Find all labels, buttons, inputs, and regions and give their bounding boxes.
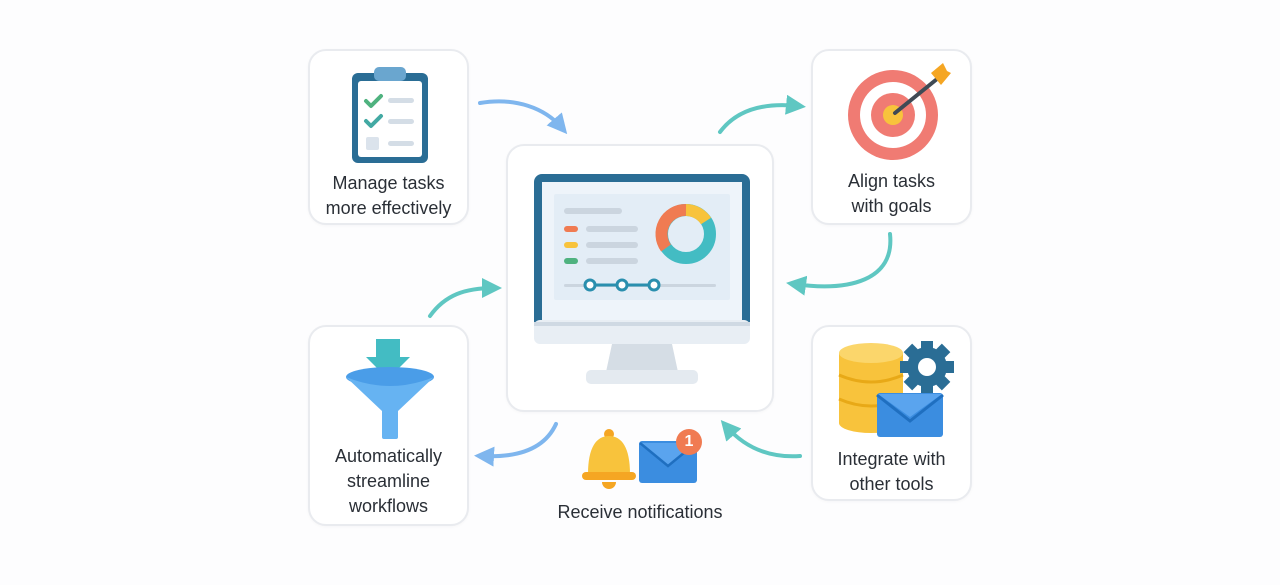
monitor-dashboard-icon	[534, 174, 750, 384]
dashboard-card	[506, 144, 774, 412]
notification-count-badge: 1	[676, 429, 702, 455]
receive-notifications-label: Receive notifications	[557, 502, 723, 522]
align-tasks-label: Align tasks with goals	[847, 171, 936, 216]
streamline-workflows-card: Automatically streamline workflows	[308, 325, 469, 526]
align-tasks-card: Align tasks with goals	[811, 49, 972, 225]
arrow-center-to-align	[718, 94, 806, 134]
clipboard-checklist-icon	[352, 67, 428, 163]
streamline-workflows-label: Automatically streamline workflows	[334, 446, 443, 516]
integrate-tools-card: Integrate with other tools	[811, 325, 972, 501]
database-gear-mail-icon	[838, 341, 954, 437]
arrow-manage-to-center	[478, 99, 568, 135]
manage-tasks-label: Manage tasks more effectively	[325, 173, 452, 218]
manage-tasks-card: Manage tasks more effectively	[308, 49, 469, 225]
funnel-icon	[346, 339, 434, 439]
arrow-align-to-center	[786, 232, 893, 296]
arrow-integrate-to-center	[720, 419, 802, 459]
arrow-center-to-streamline	[474, 422, 558, 467]
bell-icon	[582, 429, 636, 489]
integrate-tools-label: Integrate with other tools	[837, 449, 946, 494]
arrow-streamline-to-center	[428, 278, 502, 318]
target-arrow-icon	[848, 63, 951, 160]
